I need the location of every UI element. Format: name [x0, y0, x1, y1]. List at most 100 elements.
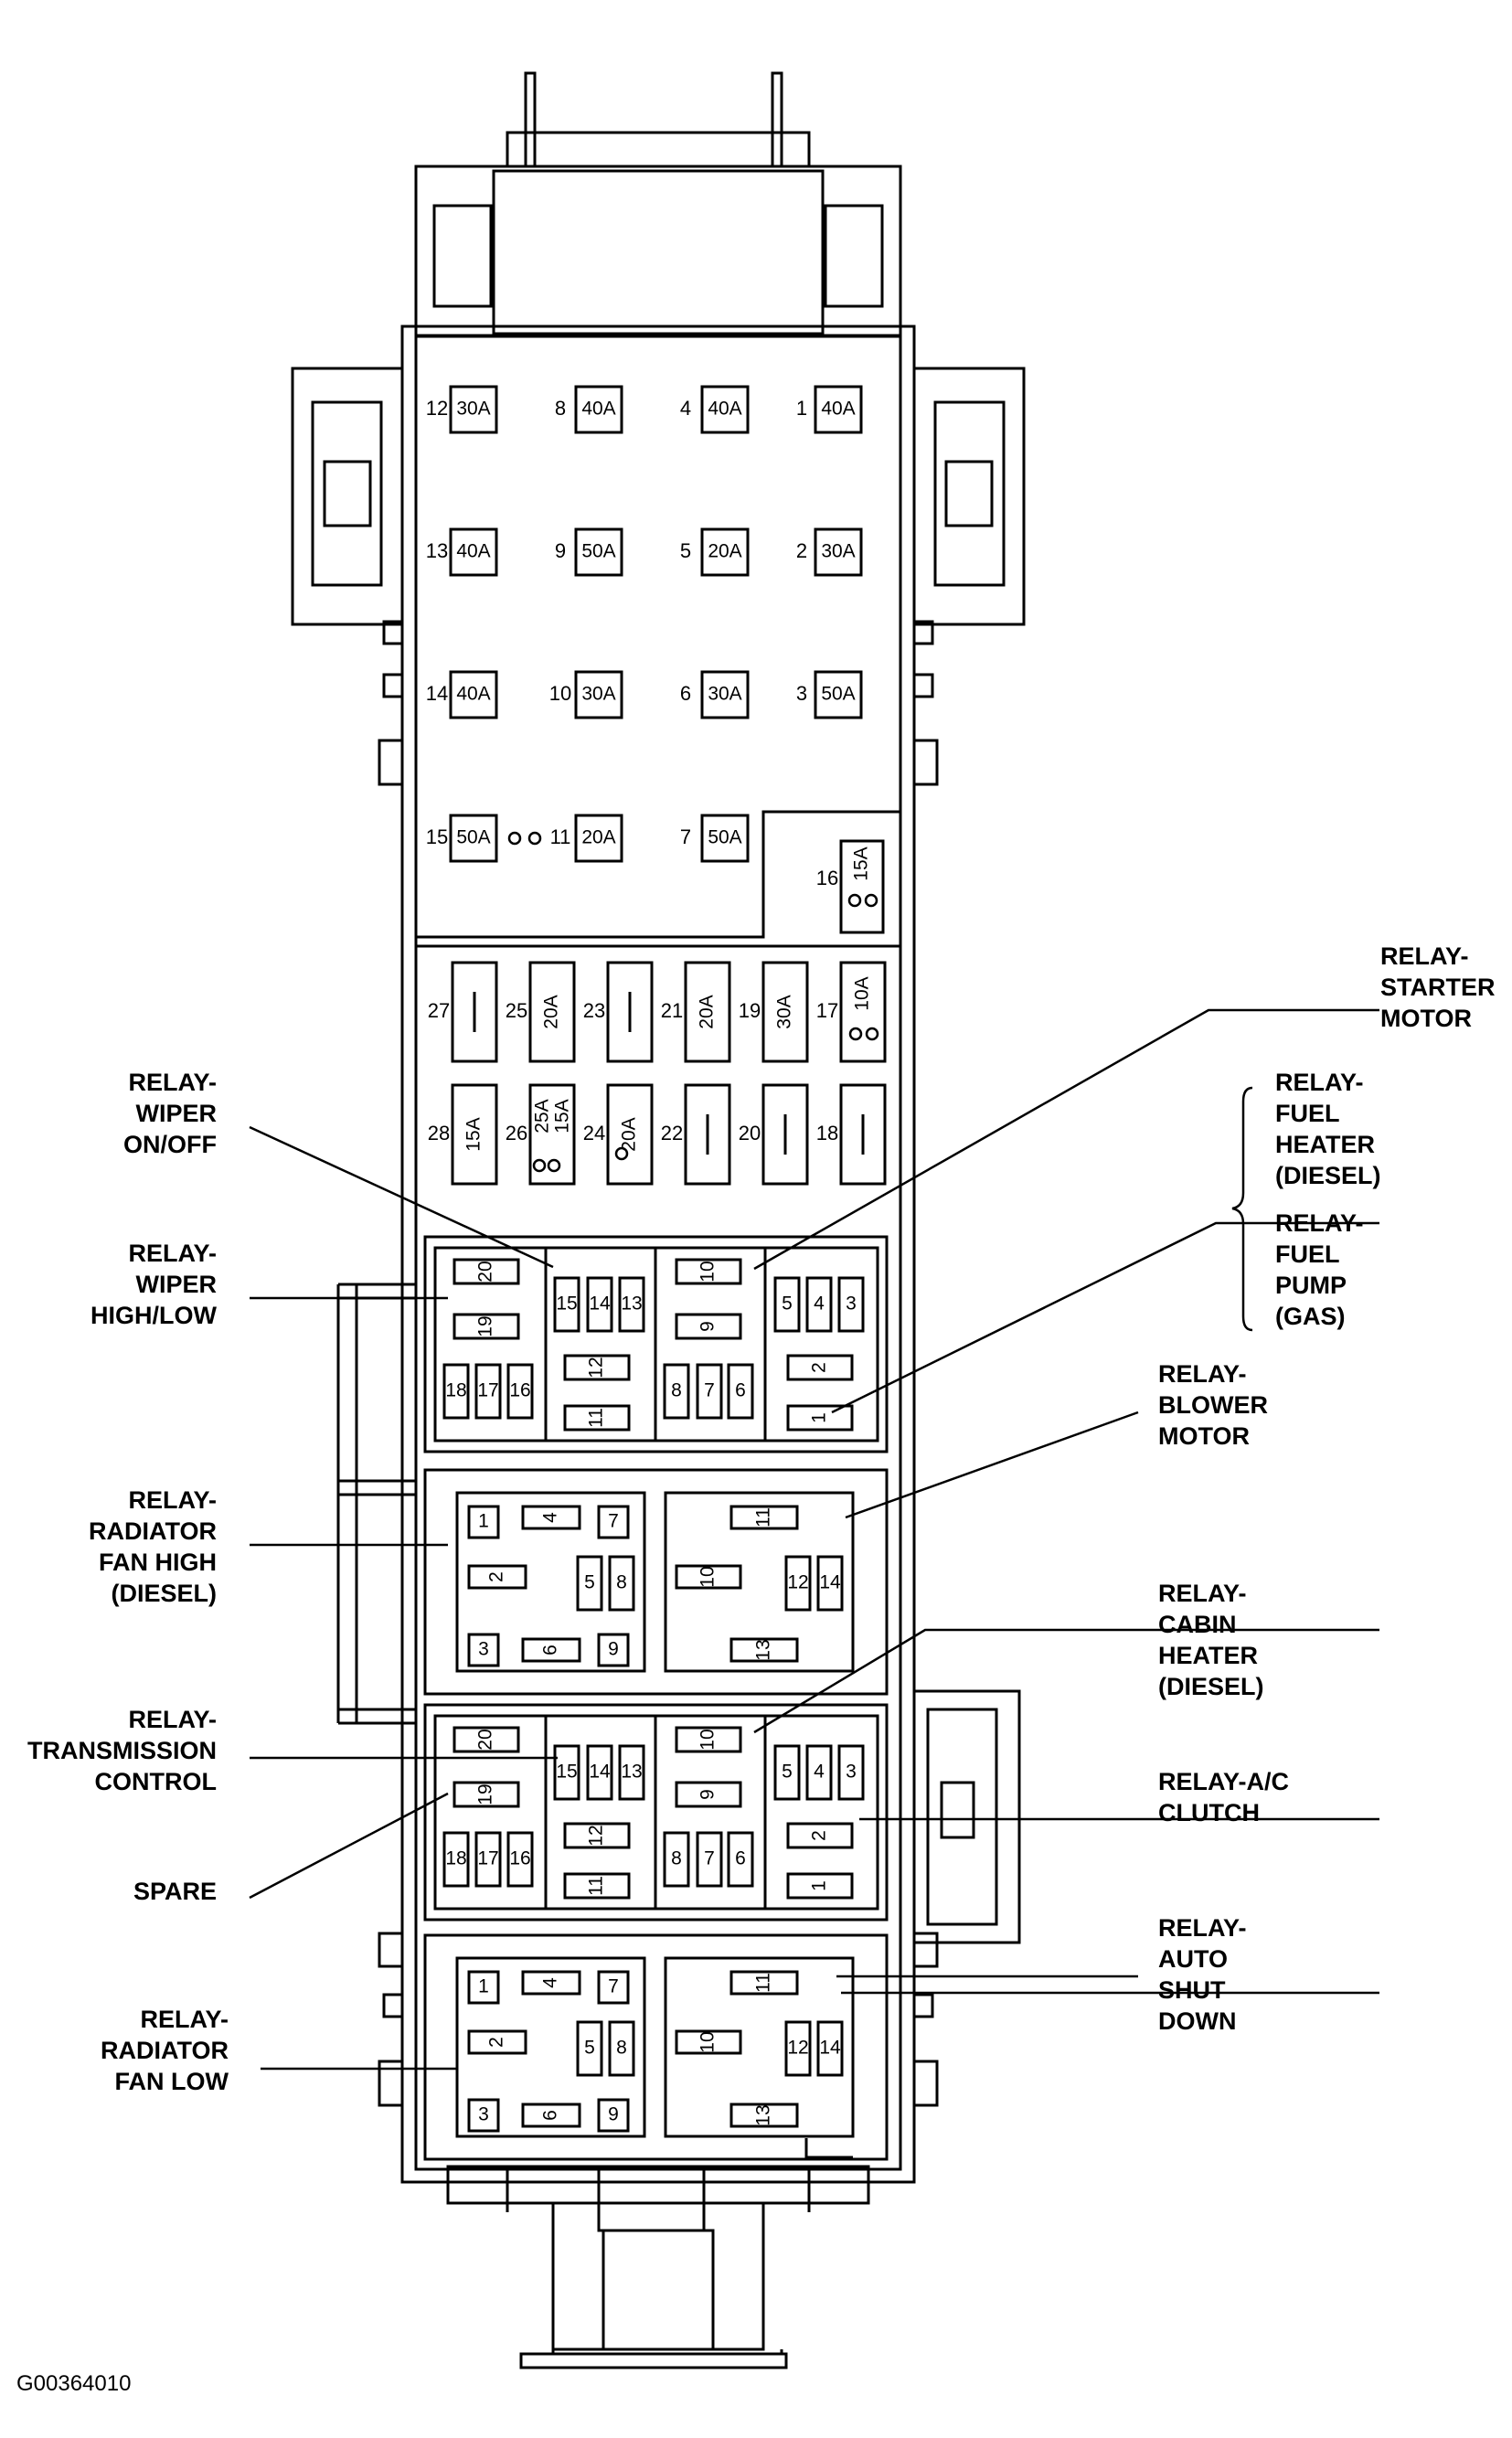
terminal-circle: [547, 1158, 561, 1173]
relay-pin-number: 8: [671, 1380, 682, 1401]
relay-pin: [816, 2020, 844, 2077]
fuse-number: 19: [739, 999, 761, 1022]
terminal-circle: [507, 831, 522, 846]
relay-pin: [442, 1363, 470, 1420]
relay-pin: [675, 1313, 742, 1340]
label-line: RELAY-: [128, 1069, 217, 1096]
relay-pin: [563, 1822, 631, 1849]
fuse-rating: 40A: [821, 399, 855, 420]
relay-pin: [729, 2103, 799, 2128]
fuse-rating: 40A: [456, 684, 490, 705]
relay-pin-number: 6: [540, 2110, 561, 2121]
relay-pin-number: 2: [486, 1571, 507, 1582]
relay-pin-number: 14: [819, 1572, 841, 1593]
relay-pin: [442, 1831, 470, 1888]
iso-relay-left: [455, 1491, 646, 1673]
label-line: HEATER: [1158, 1642, 1258, 1669]
relay-pin: [474, 1363, 502, 1420]
relay-pin: [837, 1744, 865, 1801]
relay-pin: [553, 1276, 580, 1333]
relay-pin-number: 12: [586, 1825, 607, 1846]
relay-pin: [563, 1354, 631, 1381]
label-line: CABIN: [1158, 1611, 1237, 1638]
relay-pin-number: 5: [584, 2038, 595, 2059]
relay-pin: [521, 1970, 581, 1996]
relay-pin: [786, 1822, 854, 1849]
fuse-rating: 15A: [463, 1117, 484, 1151]
fuse-slot: [574, 527, 623, 577]
mini-fuse-slot: [684, 961, 731, 1063]
relay-pin: [784, 1555, 812, 1612]
relay-pin-number: 7: [608, 1511, 619, 1532]
label-line: CONTROL: [95, 1768, 217, 1795]
fuse-rating: 50A: [708, 827, 741, 848]
fuse-number: 12: [426, 397, 448, 420]
relay-pin: [805, 1276, 833, 1333]
relay-pin: [675, 1564, 742, 1590]
relay-pin: [597, 1505, 630, 1539]
fuse-number: 26: [506, 1122, 527, 1144]
relay-pin: [467, 1505, 500, 1539]
relay-pin: [467, 2098, 500, 2133]
relay-pin-number: 2: [809, 1830, 830, 1841]
terminal-circle: [614, 1146, 629, 1161]
label-spare: SPARE: [133, 1878, 217, 1905]
relay-pin-number: 10: [697, 1261, 719, 1282]
label-line: WIPER: [135, 1100, 217, 1127]
relay-pin: [586, 1276, 613, 1333]
relay-pin-number: 4: [540, 1977, 561, 1988]
relay-pin-number: 13: [621, 1762, 642, 1783]
relay-pin: [467, 1633, 500, 1667]
relay-pin: [786, 1404, 854, 1432]
relay-pin-number: 19: [475, 1783, 496, 1805]
relay-pin: [675, 1781, 742, 1808]
fuse-rating: 50A: [581, 541, 615, 562]
fuse-slot: [574, 385, 623, 434]
fuse-number: 7: [680, 825, 691, 848]
relay-pin: [597, 1633, 630, 1667]
relay-pin-number: 11: [753, 1973, 774, 1993]
label-line: MOTOR: [1158, 1422, 1250, 1450]
label-line: HIGH/LOW: [91, 1302, 217, 1329]
fuse-slot: [574, 814, 623, 863]
fuse-slot: [449, 385, 498, 434]
relay-pin: [696, 1363, 723, 1420]
label-line: RELAY-: [128, 1240, 217, 1267]
fuse-number: 14: [426, 682, 448, 705]
label-line: CLUTCH: [1158, 1799, 1260, 1826]
relay-pin-number: 14: [589, 1294, 611, 1315]
relay-pin-number: 9: [608, 2104, 619, 2125]
relay-pin: [729, 1505, 799, 1530]
relay-pin-number: 3: [478, 1639, 489, 1660]
leader-line: [249, 1125, 554, 1269]
fuse-number: 15: [426, 825, 448, 848]
label-line: RELAY-: [1275, 1069, 1364, 1096]
fuse-slot: [700, 527, 750, 577]
label-line: RELAY-: [140, 2006, 229, 2033]
relay-pin-number: 8: [671, 1848, 682, 1869]
relay-pin: [773, 1276, 801, 1333]
relay-pin-number: 15: [556, 1762, 577, 1783]
label-line: ON/OFF: [123, 1131, 217, 1158]
mini-fuse-slot: [606, 961, 654, 1063]
relay-pin: [521, 2103, 581, 2128]
relay-pin-number: 2: [809, 1362, 830, 1373]
relay-pin: [453, 1726, 520, 1753]
bracket-brace: [1231, 1086, 1253, 1332]
top-connector: [414, 165, 902, 337]
label-line: RELAY-: [1158, 1914, 1247, 1942]
relay-pin-number: 3: [478, 2104, 489, 2125]
fuse-rating: 40A: [708, 399, 741, 420]
leader-line: [753, 1628, 1379, 1734]
fuse-number: 13: [426, 539, 448, 562]
relay-pin: [805, 1744, 833, 1801]
relay-pin: [453, 1313, 520, 1340]
iso-relay-right: [664, 1491, 855, 1673]
terminal-circle: [865, 1027, 879, 1041]
fuse-number: 11: [550, 825, 571, 848]
fuse-rating: 50A: [821, 684, 855, 705]
